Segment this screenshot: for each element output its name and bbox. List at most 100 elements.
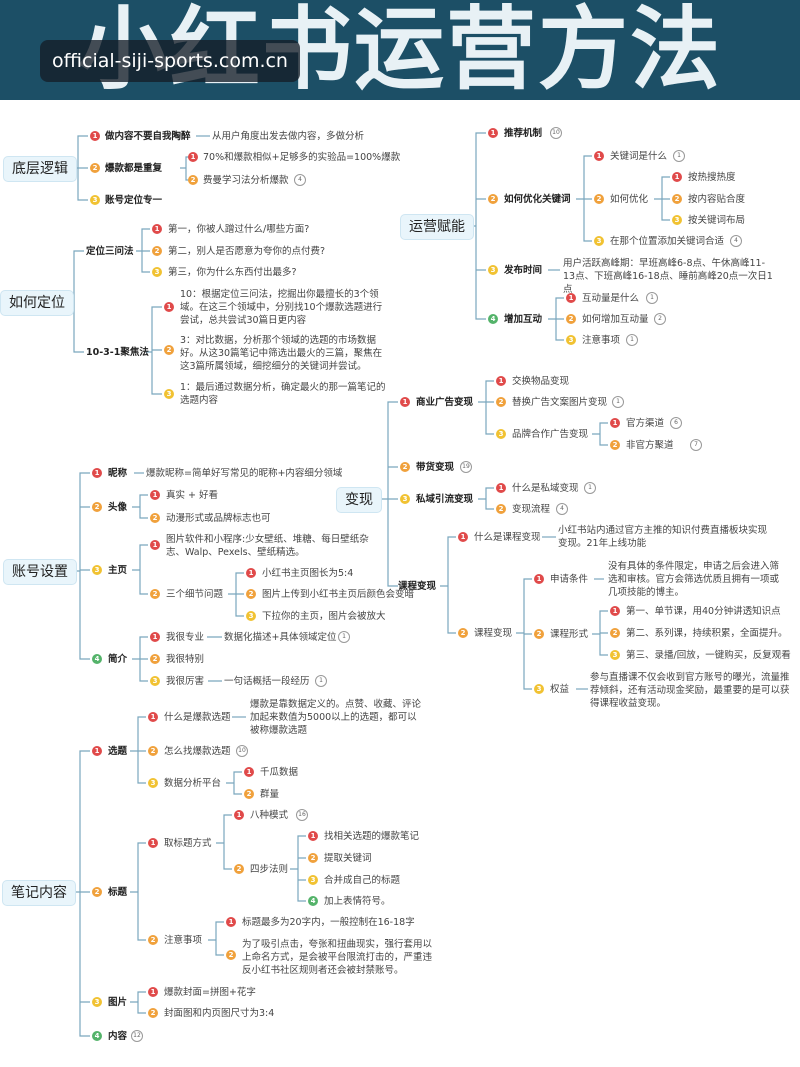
node-text: 小红书主页图长为5:4	[262, 568, 354, 579]
ref-count: 7	[690, 439, 702, 451]
node-text: 选题	[108, 746, 128, 757]
num-badge: 1	[148, 838, 158, 848]
node-text: 我很厉害	[166, 676, 205, 687]
node-text: 简介	[108, 654, 128, 665]
node-text: 一句话概括一段经历	[224, 676, 310, 687]
node-text: 如何优化	[610, 194, 649, 205]
num-badge: 1	[148, 712, 158, 722]
node-text: 互动量是什么	[582, 293, 640, 304]
num-badge: 1	[246, 568, 256, 578]
num-badge: 1	[148, 987, 158, 997]
node-text: 10-3-1聚焦法	[86, 347, 149, 358]
ref-count: 1	[673, 150, 685, 162]
num-badge: 1	[496, 376, 506, 386]
num-badge: 3	[148, 778, 158, 788]
node-text: 数据分析平台	[164, 778, 222, 789]
node-text: 注意事项	[164, 935, 203, 946]
node-text: 加上表情符号。	[324, 896, 391, 907]
node-text: 如何优化关键词	[504, 194, 571, 205]
num-badge: 2	[566, 314, 576, 324]
node-text: 参与直播课不仅会收到官方账号的曝光，流量推荐倾斜，还有活动现金奖励，最重要的是可…	[590, 672, 790, 709]
num-badge: 3	[496, 429, 506, 439]
ref-count: 10	[550, 127, 562, 139]
num-badge: 1	[672, 172, 682, 182]
num-badge: 1	[534, 574, 544, 584]
num-badge: 4	[308, 896, 318, 906]
num-badge: 2	[148, 1008, 158, 1018]
node-text: 从用户角度出发去做内容，多做分析	[212, 131, 365, 142]
ref-count: 1	[338, 631, 350, 643]
node-text: 私域引流变现	[416, 494, 474, 505]
num-badge: 2	[90, 163, 100, 173]
node-text: 70%和爆款相似+足够多的实验品=100%爆款	[203, 152, 401, 163]
ref-count: 4	[294, 174, 306, 186]
node-text: 定位三问法	[86, 246, 134, 257]
node-text: 申请条件	[550, 574, 589, 585]
node-text: 费曼学习法分析爆款	[203, 175, 289, 186]
node-text: 10：根据定位三问法，挖掘出你最擅长的3个领域。在这三个领域中，分别找10个爆款…	[180, 289, 383, 326]
node-text: 注意事项	[582, 335, 621, 346]
node-text: 如何增加互动量	[582, 314, 649, 325]
num-badge: 4	[92, 654, 102, 664]
num-badge: 1	[150, 490, 160, 500]
node-text: 主页	[108, 565, 128, 576]
ref-count: 10	[236, 745, 248, 757]
node-text: 图片上传到小红书主页后颜色会变暗	[262, 589, 415, 600]
num-badge: 2	[610, 628, 620, 638]
num-badge: 1	[496, 483, 506, 493]
ref-count: 12	[131, 1030, 143, 1042]
node-text: 封面图和内页图尺寸为3:4	[164, 1008, 275, 1019]
node-text: 发布时间	[504, 265, 543, 276]
node-text: 课程变现	[474, 628, 513, 639]
node-text: 在那个位置添加关键词合适	[610, 236, 725, 247]
node-text: 没有具体的条件限定，申请之后会进入筛选和审核。官方会筛选优质且拥有一项或几项技能…	[608, 561, 780, 598]
node-text: 爆款封面=拼图+花字	[164, 987, 256, 998]
node-text: 昵称	[108, 468, 128, 479]
node-text: 关键词是什么	[610, 151, 668, 162]
num-badge: 2	[226, 950, 236, 960]
node-text: 合并成自己的标题	[324, 875, 401, 886]
ref-count: 6	[670, 417, 682, 429]
node-text: 课程形式	[550, 629, 589, 640]
num-badge: 2	[458, 628, 468, 638]
node-text: 第二、系列课，持续积累，全面提升。	[626, 628, 788, 639]
ref-count: 1	[612, 396, 624, 408]
node-text: 第三、录播/回放，一键购买，反复观看	[626, 650, 791, 661]
node-text: 推荐机制	[504, 128, 543, 139]
num-badge: 3	[610, 650, 620, 660]
node-text: 用户活跃高峰期：早班高峰6-8点、午休高峰11-13点、下班高峰16-18点、睡…	[563, 258, 773, 295]
node-text: 权益	[550, 684, 570, 695]
node-text: 爆款昵称=简单好写常见的昵称+内容细分领域	[146, 468, 343, 479]
watermark: official-siji-sports.com.cn	[40, 40, 300, 82]
num-badge: 1	[308, 831, 318, 841]
node-text: 1：最后通过数据分析，确定最火的那一篇笔记的选题内容	[180, 382, 386, 406]
node-text: 爆款都是重复	[105, 163, 163, 174]
num-badge: 1	[234, 810, 244, 820]
node-text: 带货变现	[416, 462, 455, 473]
num-badge: 3	[246, 611, 256, 621]
num-badge: 1	[188, 152, 198, 162]
node-text: 按关键词布局	[688, 215, 746, 226]
ref-count: 1	[646, 292, 658, 304]
num-badge: 2	[148, 935, 158, 945]
num-badge: 2	[164, 345, 174, 355]
num-badge: 2	[92, 502, 102, 512]
node-text: 头像	[108, 502, 128, 513]
num-badge: 4	[488, 314, 498, 324]
node-text: 为了吸引点击，夸张和扭曲现实，强行套用以上命名方式，是会被平台限流打击的，严重违…	[242, 939, 433, 976]
ref-count: 19	[460, 461, 472, 473]
section-box-bottom-logic: 底层逻辑	[3, 156, 77, 182]
ref-count: 4	[556, 503, 568, 515]
ref-count: 1	[315, 675, 327, 687]
num-badge: 2	[610, 440, 620, 450]
node-text: 非官方聚道	[626, 440, 674, 451]
section-box-monetization: 变现	[336, 487, 382, 513]
num-badge: 2	[496, 397, 506, 407]
num-badge: 2	[244, 789, 254, 799]
num-badge: 1	[458, 532, 468, 542]
num-badge: 3	[92, 565, 102, 575]
node-text: 八种模式	[250, 810, 289, 821]
node-text: 按热搜热度	[688, 172, 736, 183]
num-badge: 1	[594, 151, 604, 161]
